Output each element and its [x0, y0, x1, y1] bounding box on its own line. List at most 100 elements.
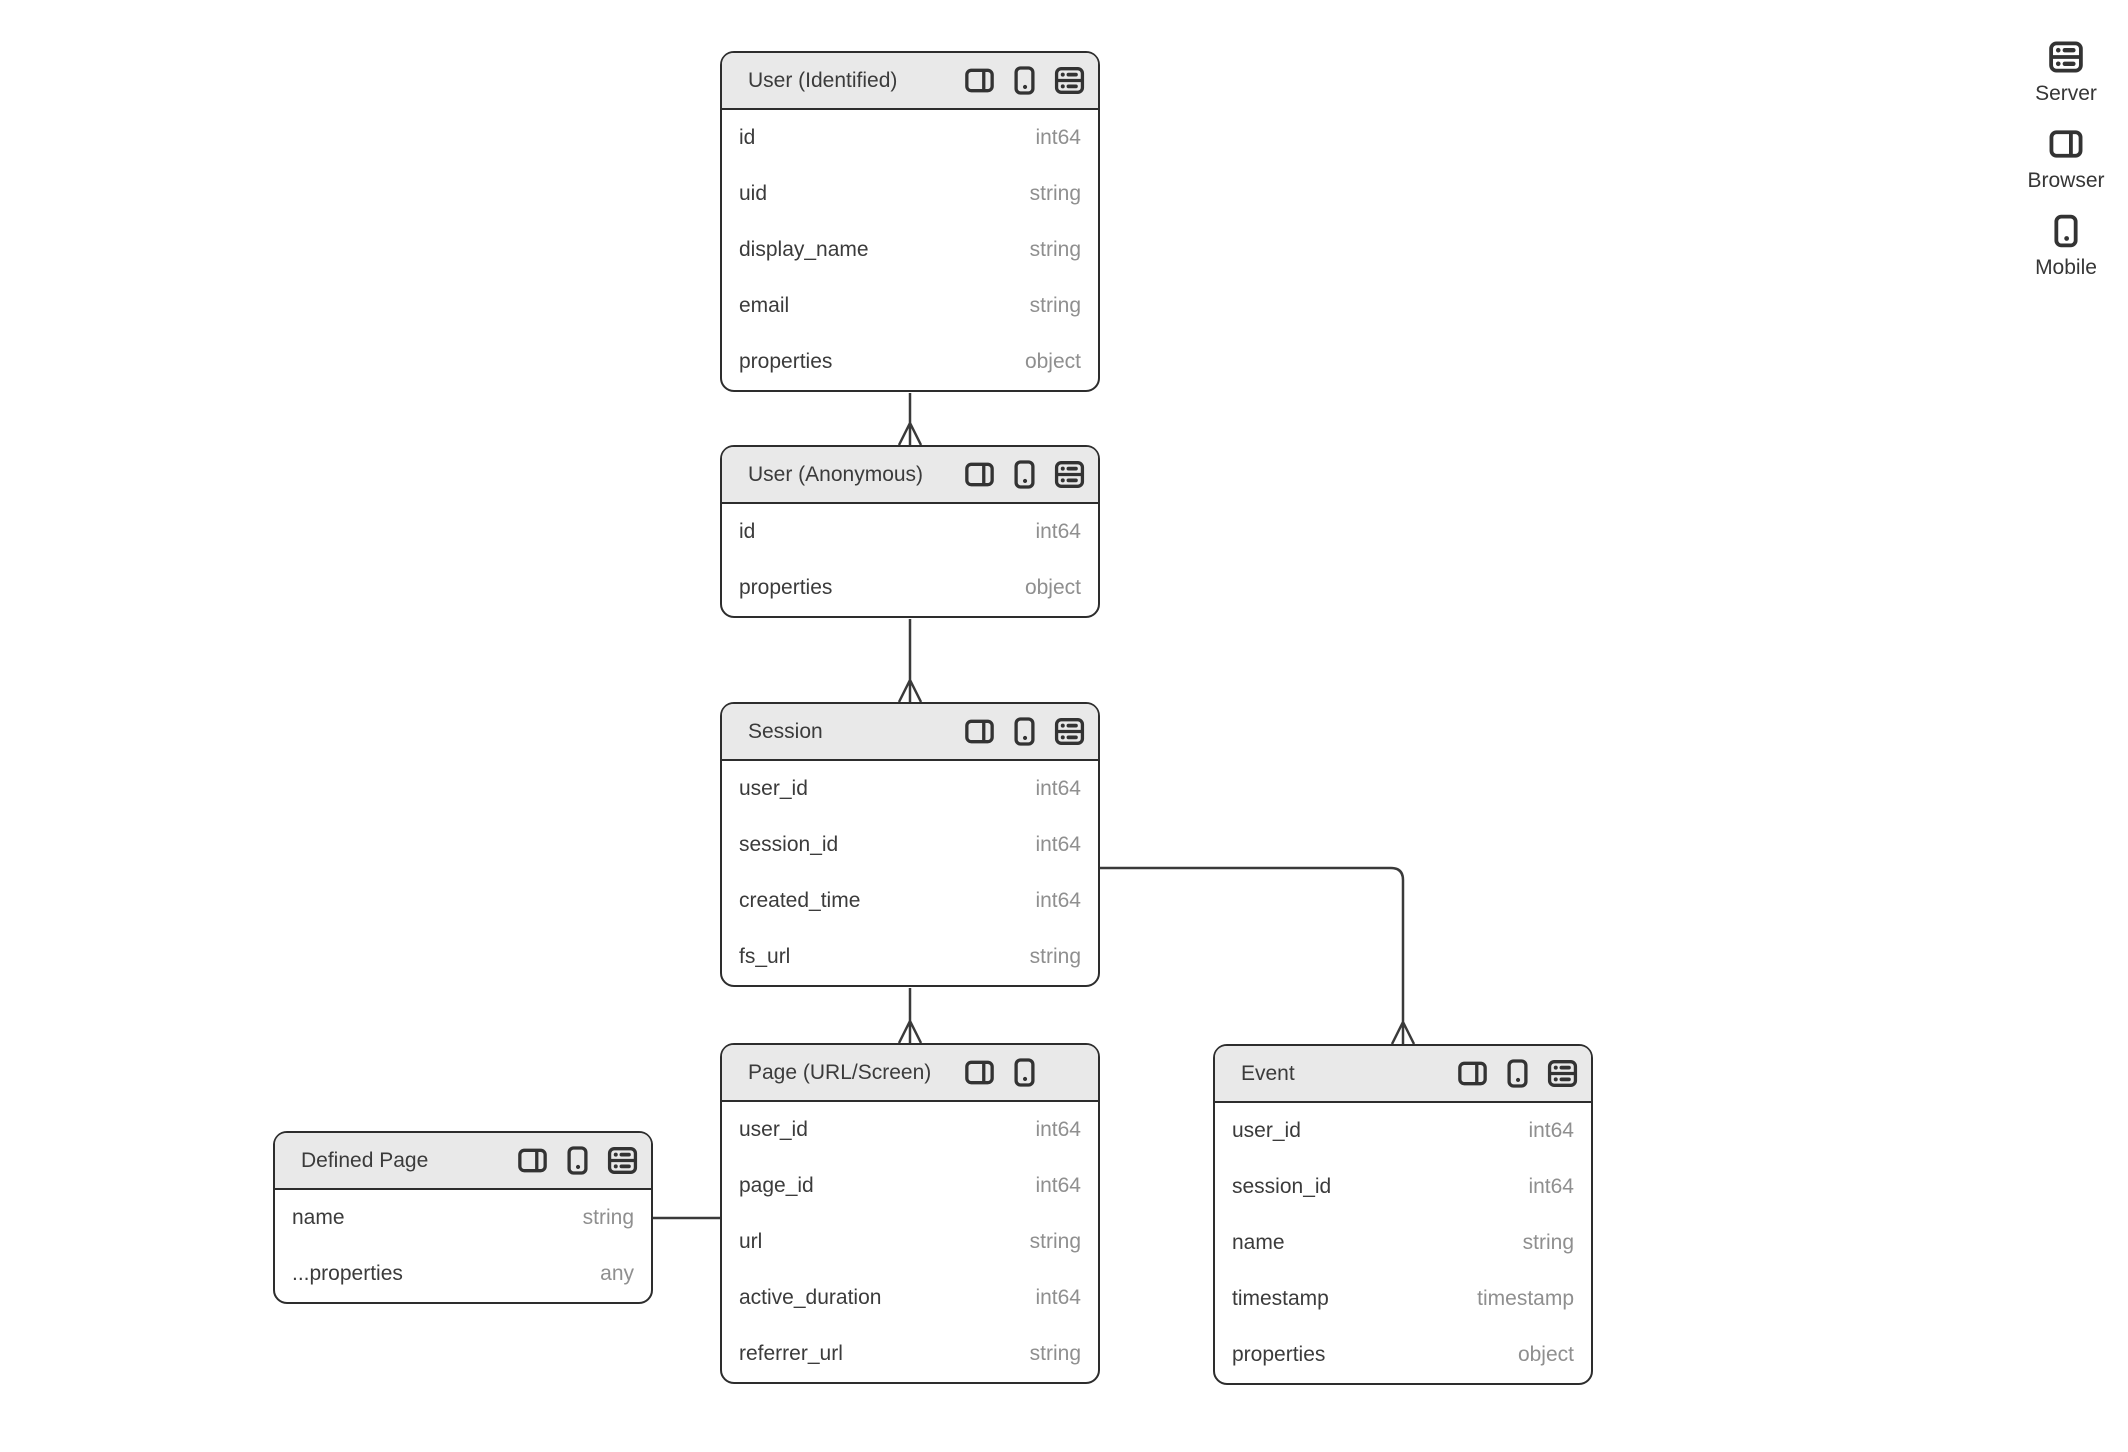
entity-title: Session: [748, 719, 823, 743]
entity-user-identified: User (Identified) id int64 uid string display…: [720, 51, 1100, 392]
field-name: user_id: [739, 1118, 808, 1141]
field-name: display_name: [739, 238, 869, 261]
field-name: session_id: [739, 833, 839, 856]
field-type: timestamp: [1477, 1287, 1574, 1310]
relationship-user-identified-to-user-anonymous: [897, 393, 923, 446]
legend-label: Browser: [2027, 169, 2105, 192]
field-type: string: [1029, 945, 1081, 968]
field-name: properties: [739, 576, 833, 599]
field-type: int64: [1035, 777, 1081, 800]
entity-fields: name string ...properties any: [275, 1190, 651, 1302]
entity-title: User (Identified): [748, 68, 898, 92]
field-type: string: [1029, 1342, 1081, 1365]
field-type: any: [600, 1262, 634, 1285]
field-type: string: [1522, 1231, 1574, 1254]
legend-label: Mobile: [2035, 256, 2097, 279]
field-type: int64: [1035, 1174, 1081, 1197]
server-icon: [1546, 1057, 1579, 1090]
entity-platform-icons: [516, 1144, 639, 1177]
relationship-session-to-event: [1100, 866, 1416, 1045]
field-type: object: [1024, 576, 1081, 599]
field-name: created_time: [739, 889, 861, 912]
entity-field-row: user_id int64: [722, 1102, 1098, 1158]
field-name: name: [1232, 1231, 1285, 1254]
field-name: id: [739, 126, 756, 149]
entity-header: Event: [1215, 1046, 1591, 1103]
entity-platform-icons: [963, 64, 1086, 97]
server-icon: [2047, 38, 2085, 76]
field-name: active_duration: [739, 1286, 882, 1309]
browser-icon: [1456, 1057, 1489, 1090]
field-name: properties: [1232, 1343, 1326, 1366]
entity-platform-icons: [963, 1056, 1086, 1089]
field-type: string: [1029, 1230, 1081, 1253]
field-name: fs_url: [739, 945, 791, 968]
field-name: url: [739, 1230, 763, 1253]
entity-field-row: user_id int64: [722, 761, 1098, 817]
field-type: string: [582, 1206, 634, 1229]
mobile-icon: [1008, 1056, 1041, 1089]
field-type: string: [1029, 294, 1081, 317]
field-name: user_id: [1232, 1119, 1301, 1142]
entity-platform-icons: [963, 715, 1086, 748]
field-name: uid: [739, 182, 768, 205]
mobile-icon: [1008, 715, 1041, 748]
field-name: session_id: [1232, 1175, 1332, 1198]
entity-event: Event user_id int64 session_id int64 name stri…: [1213, 1044, 1593, 1385]
field-name: timestamp: [1232, 1287, 1329, 1310]
field-type: string: [1029, 238, 1081, 261]
browser-icon: [516, 1144, 549, 1177]
entity-platform-icons: [963, 458, 1086, 491]
entity-field-row: properties object: [722, 560, 1098, 616]
field-name: properties: [739, 350, 833, 373]
field-type: int64: [1035, 520, 1081, 543]
field-name: id: [739, 520, 756, 543]
field-type: int64: [1035, 126, 1081, 149]
server-icon: [606, 1144, 639, 1177]
entity-field-row: url string: [722, 1214, 1098, 1270]
field-name: ...properties: [292, 1262, 403, 1285]
entity-field-row: timestamp timestamp: [1215, 1271, 1591, 1327]
field-type: string: [1029, 182, 1081, 205]
server-icon: [1053, 64, 1086, 97]
entity-field-row: name string: [1215, 1215, 1591, 1271]
mobile-icon: [2047, 212, 2085, 250]
legend-label: Server: [2035, 82, 2097, 105]
field-type: int64: [1528, 1119, 1574, 1142]
field-type: int64: [1528, 1175, 1574, 1198]
field-name: name: [292, 1206, 345, 1229]
field-type: int64: [1035, 1118, 1081, 1141]
entity-field-row: session_id int64: [1215, 1159, 1591, 1215]
legend-item-browser: Browser: [2027, 125, 2105, 193]
mobile-icon: [1008, 64, 1041, 97]
browser-icon: [963, 1056, 996, 1089]
field-name: user_id: [739, 777, 808, 800]
entity-header: Session: [722, 704, 1098, 761]
browser-icon: [963, 715, 996, 748]
browser-icon: [2047, 125, 2085, 163]
entity-title: User (Anonymous): [748, 462, 924, 486]
entity-title: Event: [1241, 1061, 1295, 1085]
server-icon: [1053, 458, 1086, 491]
entity-field-row: fs_url string: [722, 929, 1098, 985]
field-type: int64: [1035, 1286, 1081, 1309]
entity-field-row: name string: [275, 1190, 651, 1246]
entity-fields: user_id int64 session_id int64 name string tim…: [1215, 1103, 1591, 1383]
icon-slot-empty: [1053, 1056, 1086, 1089]
entity-field-row: uid string: [722, 166, 1098, 222]
mobile-icon: [1501, 1057, 1534, 1090]
